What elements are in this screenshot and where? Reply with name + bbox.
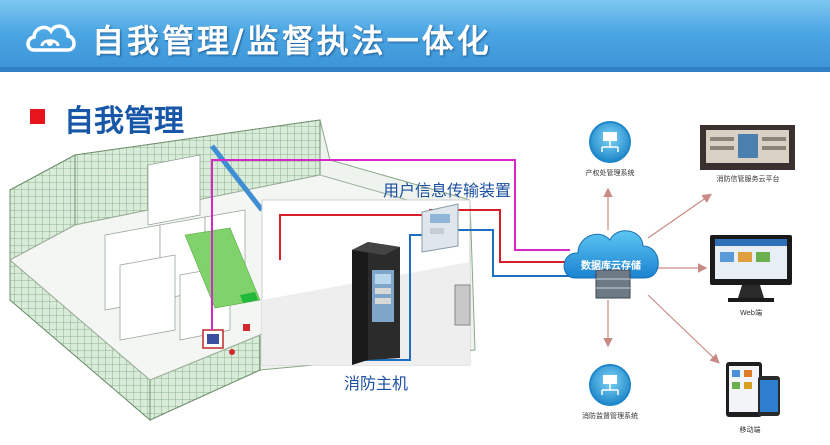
cloud-logo-icon (26, 24, 76, 52)
network-arrows (603, 187, 720, 364)
section-title: 自我管理 (64, 104, 184, 139)
supervision-system-icon (589, 364, 631, 406)
cloud-storage-icon (563, 230, 659, 299)
section-marker (30, 109, 45, 124)
property-system-icon (589, 121, 631, 163)
fire-host-cabinet (352, 242, 400, 365)
web-monitor-icon (710, 235, 792, 302)
transmission-device (421, 203, 459, 253)
cloud-storage-label: 数据库云存储 (581, 261, 641, 272)
web-client-label: Web端 (739, 309, 763, 317)
fire-host-label: 消防主机 (344, 374, 409, 393)
property-system-label: 产权处管理系统 (585, 169, 635, 177)
page-title: 自我管理/监督执法一体化 (92, 22, 492, 60)
supervision-system-label: 消防监督管理系统 (582, 412, 638, 420)
mobile-device-icon (726, 362, 780, 417)
platform-screen-icon (700, 125, 795, 170)
header-banner: 自我管理/监督执法一体化 (0, 0, 830, 72)
magenta-signal-line (211, 159, 570, 330)
mobile-client-label: 移动端 (739, 426, 761, 434)
transmission-device-label: 用户信息传输装置 (383, 181, 512, 200)
cloud-platform-label: 消防信管服务云平台 (716, 175, 780, 183)
